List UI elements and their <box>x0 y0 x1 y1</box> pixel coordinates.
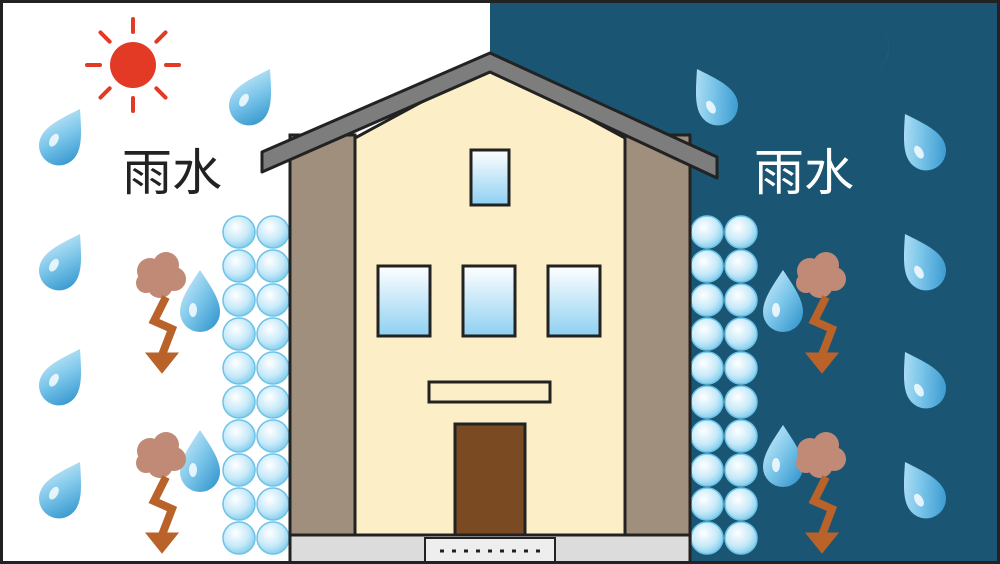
drainage-gravel <box>222 215 758 555</box>
gravel-bubble <box>690 317 724 351</box>
gravel-bubble <box>724 521 758 555</box>
gravel-bubble <box>724 283 758 317</box>
gravel-bubble <box>222 249 256 283</box>
gravel-bubble <box>256 419 290 453</box>
gravel-bubble <box>256 249 290 283</box>
house-roof <box>260 51 719 180</box>
gravel-bubble <box>690 215 724 249</box>
gravel-bubble <box>690 419 724 453</box>
gravel-bubble <box>256 215 290 249</box>
gravel-bubble <box>256 317 290 351</box>
gravel-bubble <box>724 249 758 283</box>
gravel-bubble <box>222 283 256 317</box>
front-door <box>453 422 527 539</box>
gravel-bubble <box>222 351 256 385</box>
gravel-bubble <box>724 215 758 249</box>
attic-window <box>469 148 511 207</box>
gravel-bubble <box>690 453 724 487</box>
house <box>260 51 719 564</box>
gravel-bubble <box>724 385 758 419</box>
sun-ray <box>154 86 168 100</box>
gravel-bubble <box>256 385 290 419</box>
house-side-right <box>623 133 692 542</box>
gravel-bubble <box>256 351 290 385</box>
foundation-vent <box>424 537 556 564</box>
gravel-bubble <box>690 249 724 283</box>
sun-ray <box>98 30 112 44</box>
gravel-bubble <box>222 453 256 487</box>
gravel-bubble <box>724 419 758 453</box>
gravel-bubble <box>256 453 290 487</box>
gravel-bubble <box>256 521 290 555</box>
window-left <box>376 264 432 338</box>
house-side-left <box>288 133 357 542</box>
gravel-bubble <box>222 419 256 453</box>
gravel-bubble <box>690 521 724 555</box>
gravel-bubble <box>256 487 290 521</box>
gravel-bubble <box>724 453 758 487</box>
sun-icon <box>85 17 181 113</box>
gravel-bubble <box>724 487 758 521</box>
gravel-bubble <box>256 283 290 317</box>
gravel-bubble <box>222 487 256 521</box>
gravel-bubble <box>724 317 758 351</box>
gravel-bubble <box>690 487 724 521</box>
gravel-bubble <box>222 215 256 249</box>
window-center <box>461 264 517 338</box>
gravel-bubble <box>222 521 256 555</box>
gravel-bubble <box>690 351 724 385</box>
rain-label-right: 雨水 <box>754 144 854 202</box>
sun-ray <box>98 86 112 100</box>
gravel-bubble <box>724 351 758 385</box>
rain-label-left: 雨水 <box>122 144 222 202</box>
porch-awning <box>427 380 552 404</box>
sun-ray <box>154 30 168 44</box>
window-right <box>546 264 602 338</box>
gravel-bubble <box>222 317 256 351</box>
gravel-bubble <box>690 385 724 419</box>
gravel-bubble <box>222 385 256 419</box>
gravel-bubble <box>690 283 724 317</box>
